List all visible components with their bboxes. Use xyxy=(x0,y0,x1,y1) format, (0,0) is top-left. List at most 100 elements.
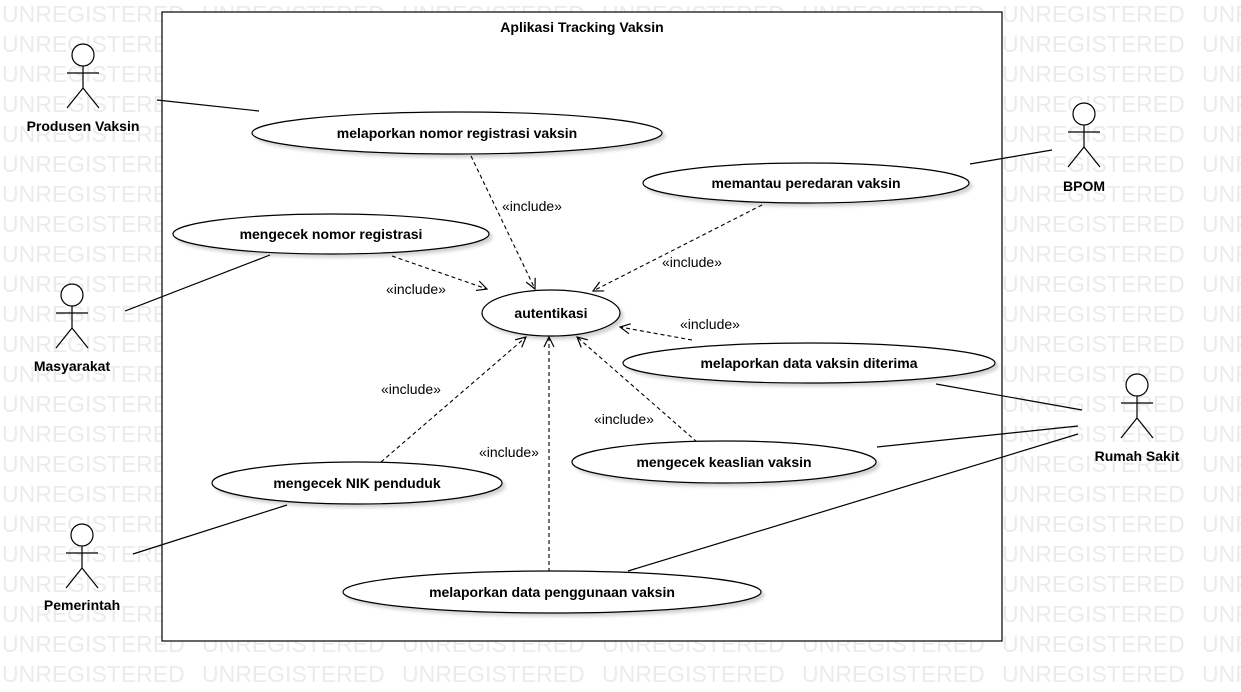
watermark-text: UNREGISTERED xyxy=(2,481,185,507)
watermark-text: UNREGISTERED xyxy=(1002,1,1185,27)
svg-text:melaporkan data vaksin diterim: melaporkan data vaksin diterima xyxy=(700,355,917,371)
watermark-text: UNREGISTERED xyxy=(2,211,185,237)
watermark-text: UNREGISTERED xyxy=(2,271,185,297)
watermark-text: UNREGISTERED xyxy=(1002,241,1185,267)
svg-text:Produsen Vaksin: Produsen Vaksin xyxy=(27,118,140,134)
association-lines xyxy=(124,99,1083,572)
watermark-text: UNREGISTERED xyxy=(1202,541,1241,567)
include-label: «include» xyxy=(502,198,562,214)
watermark-text: UNREGISTERED xyxy=(1002,541,1185,567)
svg-text:Masyarakat: Masyarakat xyxy=(34,358,111,374)
actor-produsen-vaksin[interactable]: Produsen Vaksin xyxy=(27,43,140,134)
watermark-text: UNREGISTERED xyxy=(1202,331,1241,357)
watermark-text: UNREGISTERED xyxy=(2,661,185,687)
use-case-melaporkan-nomor-registrasi[interactable]: melaporkan nomor registrasi vaksin xyxy=(251,111,663,155)
stick-figure-icon xyxy=(1120,373,1154,439)
watermark-text: UNREGISTERED xyxy=(1002,391,1185,417)
svg-text:mengecek keaslian vaksin: mengecek keaslian vaksin xyxy=(636,454,811,470)
watermark-text: UNREGISTERED xyxy=(1202,211,1241,237)
watermark-text: UNREGISTERED xyxy=(1002,31,1185,57)
watermark-text: UNREGISTERED xyxy=(1002,511,1185,537)
watermark-text: UNREGISTERED xyxy=(1202,511,1241,537)
watermark-text: UNREGISTERED xyxy=(2,451,185,477)
include-label: «include» xyxy=(680,316,740,332)
watermark-text: UNREGISTERED xyxy=(1002,481,1185,507)
watermark-text: UNREGISTERED xyxy=(1002,601,1185,627)
include-label: «include» xyxy=(594,411,654,427)
watermark-text: UNREGISTERED xyxy=(1202,451,1241,477)
watermark-text: UNREGISTERED xyxy=(2,241,185,267)
watermark-text: UNREGISTERED xyxy=(2,541,185,567)
watermark-text: UNREGISTERED xyxy=(1202,361,1241,387)
watermark-text: UNREGISTERED xyxy=(2,331,185,357)
watermark-text: UNREGISTERED xyxy=(1202,151,1241,177)
actor-bpom[interactable]: BPOM xyxy=(1063,102,1105,194)
watermark-text: UNREGISTERED xyxy=(1202,391,1241,417)
watermark-text: UNREGISTERED xyxy=(2,571,185,597)
watermark-text: UNREGISTERED xyxy=(2,631,185,657)
watermark-text: UNREGISTERED xyxy=(2,361,185,387)
stick-figure-icon xyxy=(65,523,99,589)
watermark-text: UNREGISTERED xyxy=(1002,211,1185,237)
watermark-text: UNREGISTERED xyxy=(1002,121,1185,147)
watermark-text: UNREGISTERED xyxy=(1002,301,1185,327)
watermark-text: UNREGISTERED xyxy=(2,601,185,627)
svg-text:Pemerintah: Pemerintah xyxy=(44,597,120,613)
actor-rumah-sakit[interactable]: Rumah Sakit xyxy=(1095,373,1180,464)
watermark-text: UNREGISTERED xyxy=(1002,151,1185,177)
watermark-text: UNREGISTERED xyxy=(1202,301,1241,327)
watermark-text: UNREGISTERED xyxy=(1202,31,1241,57)
svg-text:mengecek nomor registrasi: mengecek nomor registrasi xyxy=(240,226,423,242)
watermark-text: UNREGISTERED xyxy=(2,61,185,87)
use-case-mengecek-nik[interactable]: mengecek NIK penduduk xyxy=(211,461,503,505)
watermark-text: UNREGISTERED xyxy=(1202,661,1241,687)
watermark-text: UNREGISTERED xyxy=(2,391,185,417)
watermark-text: UNREGISTERED xyxy=(1202,181,1241,207)
watermark-text: UNREGISTERED xyxy=(1002,271,1185,297)
watermark-text: UNREGISTERED xyxy=(1202,241,1241,267)
watermark-text: UNREGISTERED xyxy=(2,91,185,117)
actor-pemerintah[interactable]: Pemerintah xyxy=(44,523,120,613)
svg-text:mengecek NIK penduduk: mengecek NIK penduduk xyxy=(273,475,440,491)
watermark-text: UNREGISTERED xyxy=(2,421,185,447)
watermark-text: UNREGISTERED xyxy=(1202,1,1241,27)
svg-text:BPOM: BPOM xyxy=(1063,178,1105,194)
use-case-memantau-peredaran[interactable]: memantau peredaran vaksin xyxy=(642,162,970,204)
include-label: «include» xyxy=(662,254,722,270)
watermark-text: UNREGISTERED xyxy=(1202,631,1241,657)
watermark-text: UNREGISTERED xyxy=(1002,451,1185,477)
watermark-text: UNREGISTERED xyxy=(2,151,185,177)
watermark-text: UNREGISTERED xyxy=(2,511,185,537)
watermark-text: UNREGISTERED xyxy=(1002,661,1185,687)
svg-text:melaporkan nomor registrasi va: melaporkan nomor registrasi vaksin xyxy=(337,125,577,141)
watermark-text: UNREGISTERED xyxy=(1202,571,1241,597)
watermark-text: UNREGISTERED xyxy=(1202,61,1241,87)
svg-text:autentikasi: autentikasi xyxy=(514,305,587,321)
use-case-mengecek-keaslian[interactable]: mengecek keaslian vaksin xyxy=(571,440,877,484)
watermark-text: UNREGISTERED xyxy=(802,661,985,687)
svg-text:memantau peredaran vaksin: memantau peredaran vaksin xyxy=(711,175,900,191)
include-label: «include» xyxy=(381,381,441,397)
svg-text:Rumah Sakit: Rumah Sakit xyxy=(1095,448,1180,464)
watermark-text: UNREGISTERED xyxy=(1002,421,1185,447)
watermark-text: UNREGISTERED xyxy=(402,661,585,687)
watermark-text: UNREGISTERED xyxy=(1002,631,1185,657)
watermark-text: UNREGISTERED xyxy=(2,301,185,327)
use-case-melaporkan-penggunaan[interactable]: melaporkan data penggunaan vaksin xyxy=(342,570,762,614)
watermark-text: UNREGISTERED xyxy=(1202,421,1241,447)
use-case-melaporkan-data-diterima[interactable]: melaporkan data vaksin diterima xyxy=(622,342,996,384)
use-case-mengecek-nomor-registrasi[interactable]: mengecek nomor registrasi xyxy=(172,213,490,255)
watermark-text: UNREGISTERED xyxy=(2,181,185,207)
watermark-text: UNREGISTERED xyxy=(1202,481,1241,507)
include-label: «include» xyxy=(386,281,446,297)
watermark-text: UNREGISTERED xyxy=(1002,181,1185,207)
watermark-text: UNREGISTERED xyxy=(1202,271,1241,297)
watermark-text: UNREGISTERED xyxy=(1202,91,1241,117)
use-case-autentikasi[interactable]: autentikasi xyxy=(481,289,621,337)
watermark-text: UNREGISTERED xyxy=(1002,61,1185,87)
actor-masyarakat[interactable]: Masyarakat xyxy=(34,283,111,374)
stick-figure-icon xyxy=(1067,102,1101,168)
svg-text:melaporkan data penggunaan vak: melaporkan data penggunaan vaksin xyxy=(429,584,675,600)
stick-figure-icon xyxy=(55,283,89,349)
